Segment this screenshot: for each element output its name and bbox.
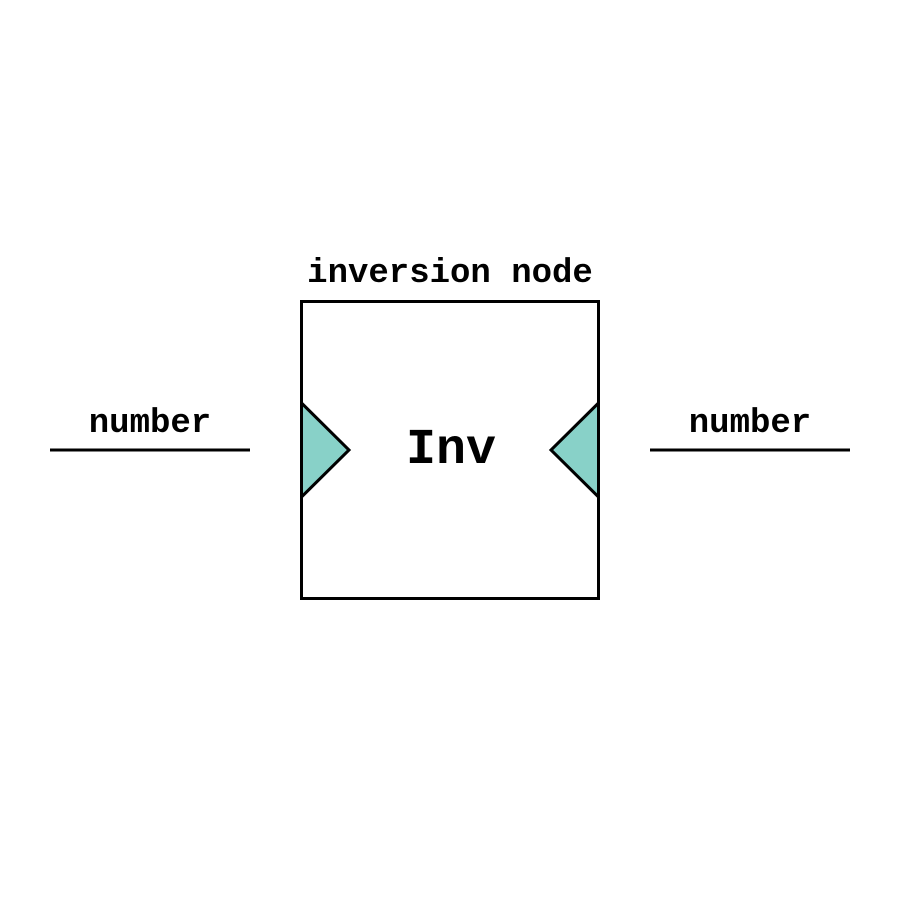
output-port-icon[interactable] (548, 399, 600, 501)
input-label: number (89, 405, 211, 443)
output-label: number (689, 405, 811, 443)
node-caption: inversion node (307, 255, 593, 293)
node-label: Inv (406, 422, 496, 479)
input-port-icon[interactable] (300, 399, 352, 501)
